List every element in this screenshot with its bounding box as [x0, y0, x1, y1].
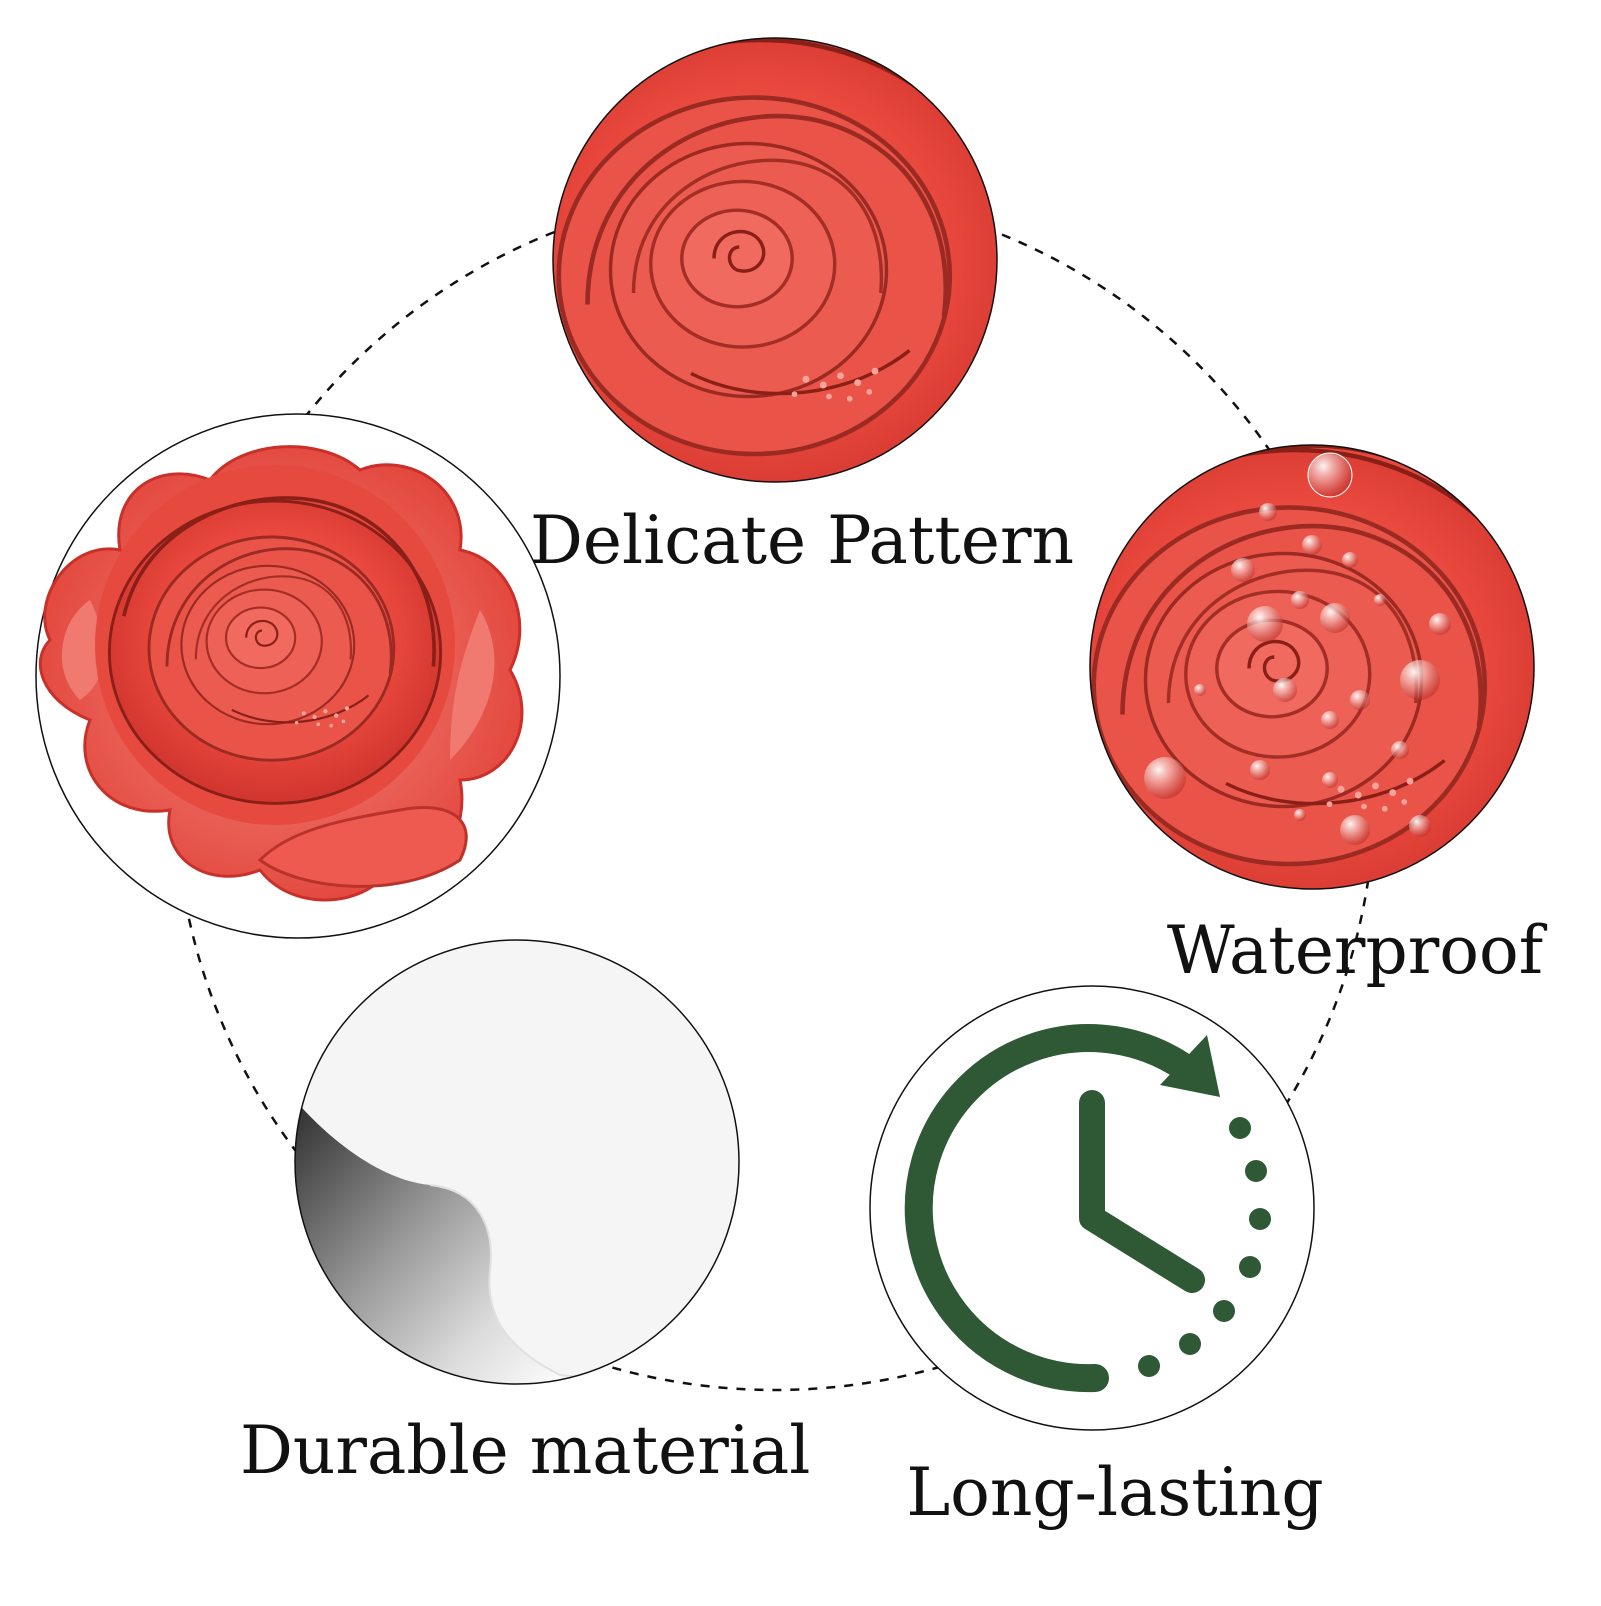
long-lasting-label: Long-lasting — [906, 1454, 1324, 1531]
rose-water-drops-icon — [1089, 444, 1535, 890]
waterproof-label: Waterproof — [1166, 912, 1544, 989]
rose-sticker-icon — [35, 413, 561, 939]
rose-petals-icon — [552, 37, 998, 483]
durable-material-label: Durable material — [240, 1412, 811, 1489]
water-drops — [1144, 452, 1451, 845]
delicate-pattern-label: Delicate Pattern — [530, 502, 1075, 579]
peeling-sticker-icon — [294, 939, 740, 1385]
clock-arrow-icon — [869, 985, 1315, 1431]
